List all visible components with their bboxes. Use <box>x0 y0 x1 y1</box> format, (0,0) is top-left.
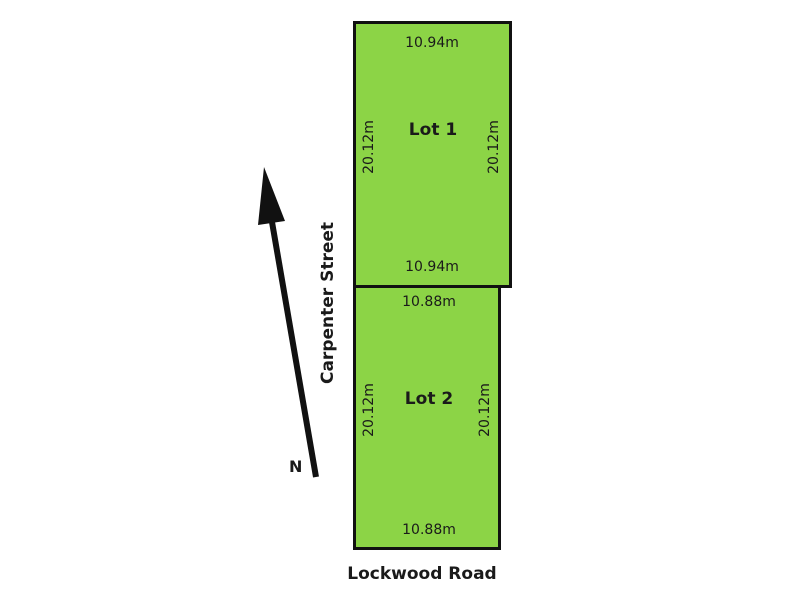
north-label: N <box>289 457 303 476</box>
lot-1-top-dimension: 10.94m <box>405 35 459 51</box>
street-label-carpenter: Carpenter Street <box>318 221 338 385</box>
lot-1-left-dimension: 20.12m <box>361 120 377 174</box>
lot-2-label: Lot 2 <box>404 389 454 409</box>
lot-2-right-dimension: 20.12m <box>477 383 493 437</box>
lot-2-top-dimension: 10.88m <box>402 294 456 310</box>
lot-2-left-dimension: 20.12m <box>361 383 377 437</box>
north-arrow-shaft <box>269 221 319 478</box>
lot-1-label: Lot 1 <box>408 120 458 140</box>
lot-1-right-dimension: 20.12m <box>486 120 502 174</box>
street-label-lockwood: Lockwood Road <box>347 564 497 584</box>
lot-1-bottom-dimension: 10.94m <box>405 259 459 275</box>
north-arrow-head <box>258 167 285 225</box>
lot-2-bottom-dimension: 10.88m <box>402 522 456 538</box>
lot-2[interactable] <box>353 285 501 550</box>
lot-1[interactable] <box>353 21 512 288</box>
